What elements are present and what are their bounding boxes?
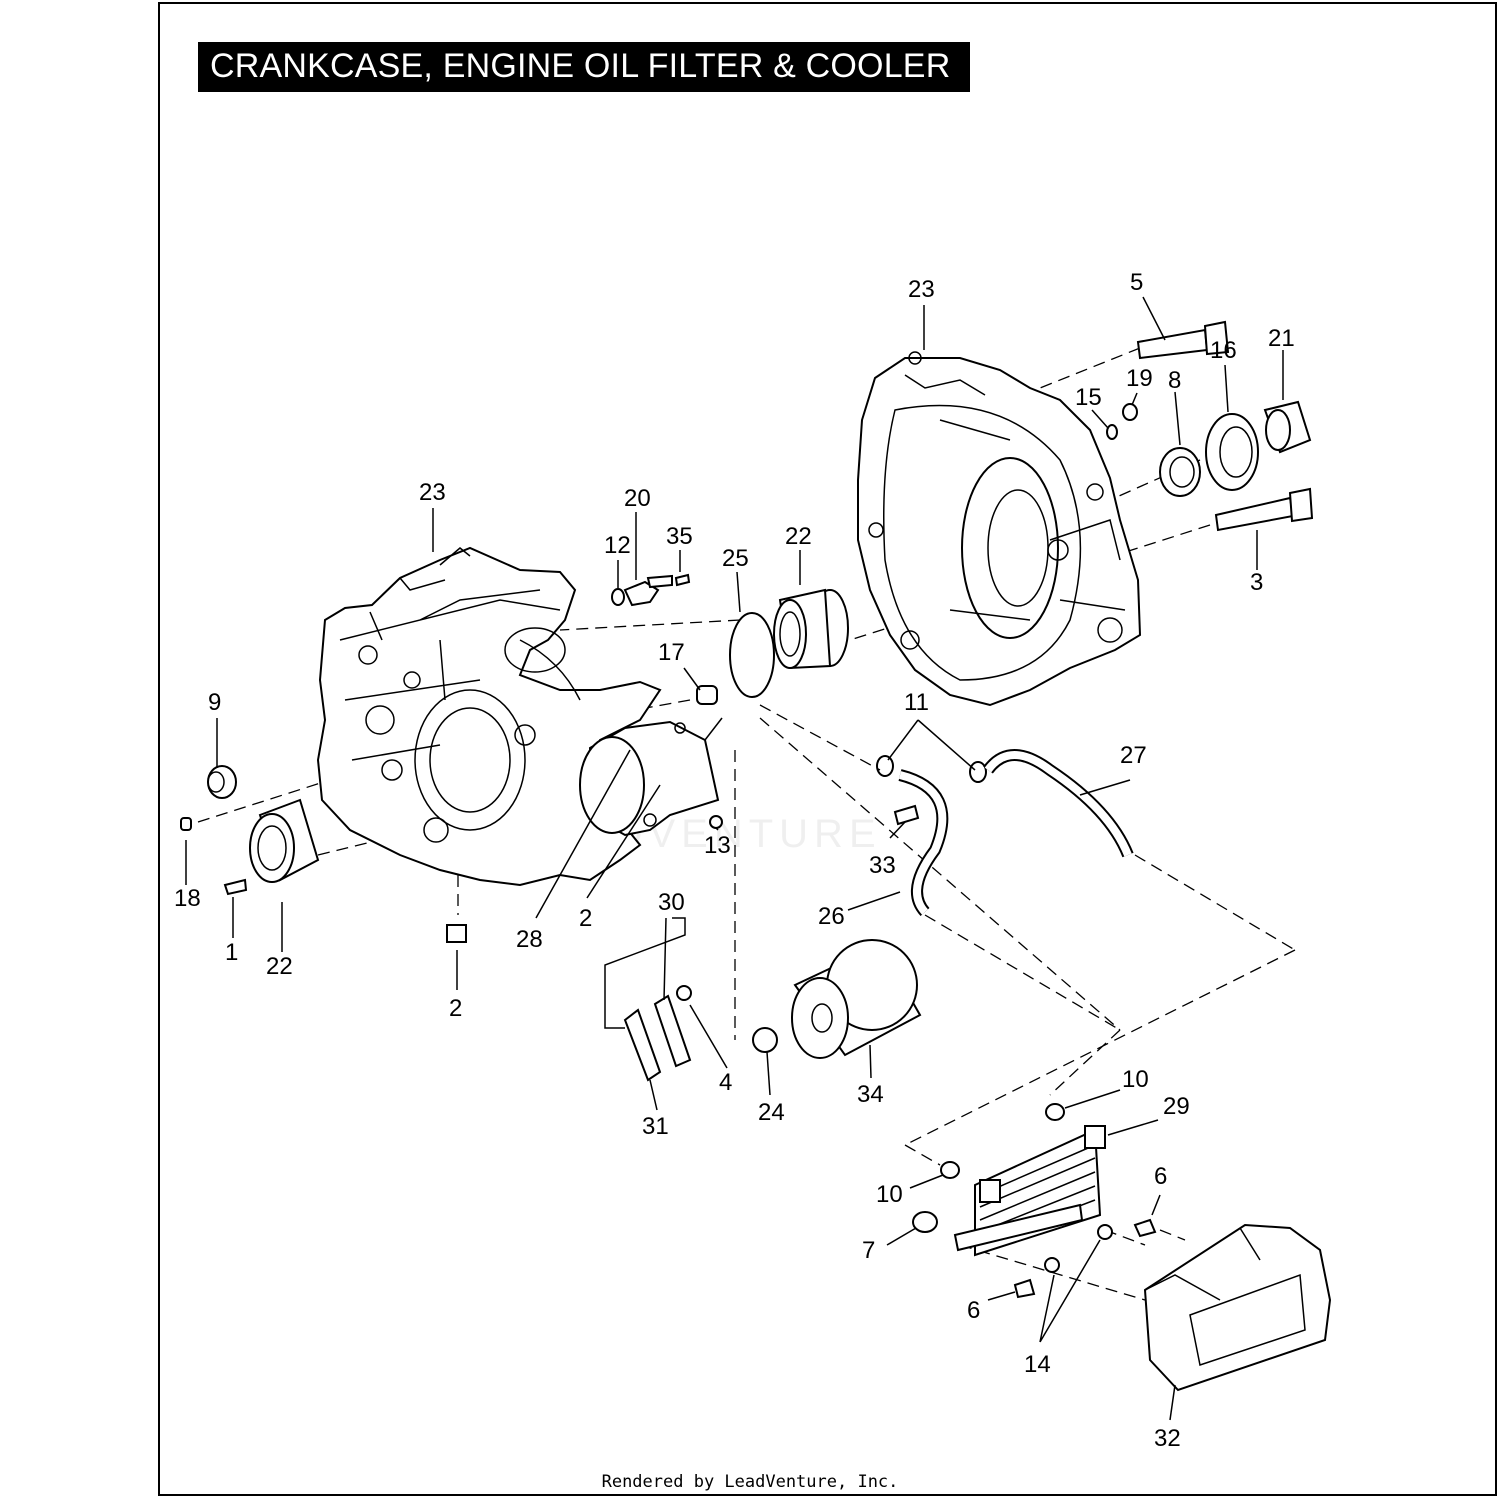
callout-3: 3 [1250,569,1263,596]
callout-19: 19 [1126,365,1153,392]
callout-9: 9 [208,689,221,716]
callout-10-top: 10 [1122,1066,1149,1093]
callout-34: 34 [857,1081,884,1108]
diagram-frame [158,2,1497,1496]
callout-13: 13 [704,832,731,859]
diagram-title: CRANKCASE, ENGINE OIL FILTER & COOLER [210,47,951,85]
callout-23-right: 23 [908,276,935,303]
callout-5: 5 [1130,269,1143,296]
leader-lines [185,296,1284,1421]
callout-29: 29 [1163,1093,1190,1120]
callout-4: 4 [719,1069,732,1096]
small-parts [180,320,1314,1082]
oil-pump-filter-mount [579,717,723,837]
callout-2-plug: 2 [449,995,462,1022]
oil-cooler-cover [1143,1223,1332,1392]
callout-14: 14 [1024,1351,1051,1378]
callout-11: 11 [904,689,929,716]
callout-33: 33 [869,852,896,879]
callout-31: 31 [642,1113,669,1140]
oil-cooler [912,1103,1157,1299]
footer-credit: Rendered by LeadVenture, Inc. [601,1472,899,1492]
callout-labels: 23 23 5 16 21 15 19 8 3 20 12 35 25 22 1… [174,269,1295,1452]
callout-26: 26 [818,903,845,930]
callout-27: 27 [1120,742,1147,769]
callout-24: 24 [758,1099,785,1126]
callout-20: 20 [624,485,651,512]
callout-18: 18 [174,885,201,912]
left-crankcase-half [316,546,662,887]
callout-35: 35 [666,523,693,550]
right-crankcase-half [857,351,1142,707]
callout-22-right: 22 [785,523,812,550]
callout-6-bottom: 6 [967,1297,980,1324]
callout-32: 32 [1154,1425,1181,1452]
callout-2-mount: 2 [579,905,592,932]
callout-15: 15 [1075,384,1102,411]
callout-7: 7 [862,1237,875,1264]
title-bar: CRANKCASE, ENGINE OIL FILTER & COOLER [198,42,970,92]
callout-23-left: 23 [419,479,446,506]
callout-17: 17 [658,639,685,666]
callout-16: 16 [1210,337,1237,364]
callout-28: 28 [516,926,543,953]
callout-21: 21 [1268,325,1295,352]
oil-filter [791,939,922,1059]
callout-30: 30 [658,889,685,916]
callout-22-left: 22 [266,953,293,980]
callout-10-left: 10 [876,1181,903,1208]
callout-12: 12 [604,532,631,559]
callout-1: 1 [225,939,238,966]
callout-25: 25 [722,545,749,572]
callout-6-top: 6 [1154,1163,1167,1190]
callout-8: 8 [1168,367,1181,394]
